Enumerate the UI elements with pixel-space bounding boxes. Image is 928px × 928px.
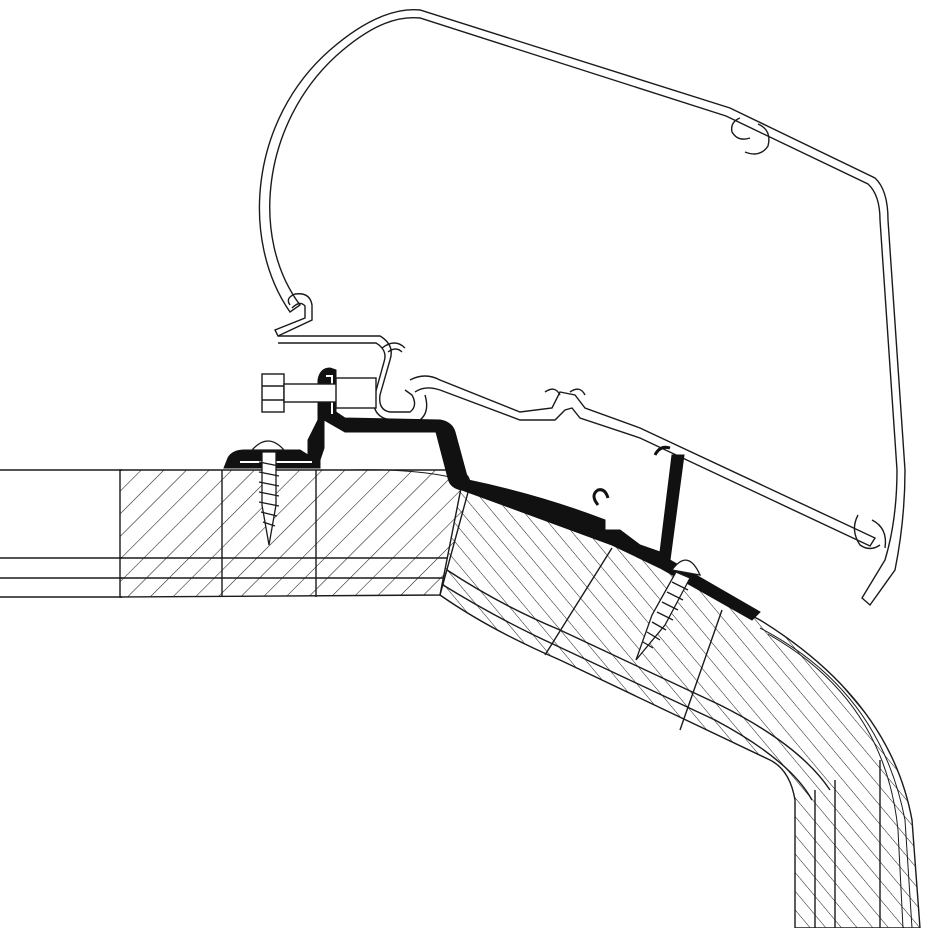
awning-case-profile bbox=[258, 8, 906, 607]
roof-wall-section bbox=[0, 469, 921, 928]
mounting-bolt bbox=[261, 373, 377, 413]
roof-panel-left bbox=[0, 469, 122, 598]
bolt-head bbox=[261, 373, 285, 413]
screw-right bbox=[635, 559, 702, 661]
adapter-rail bbox=[223, 367, 761, 621]
screw-left bbox=[250, 440, 286, 546]
roof-hatched-slope bbox=[439, 482, 921, 928]
bolt-nut bbox=[335, 377, 377, 409]
